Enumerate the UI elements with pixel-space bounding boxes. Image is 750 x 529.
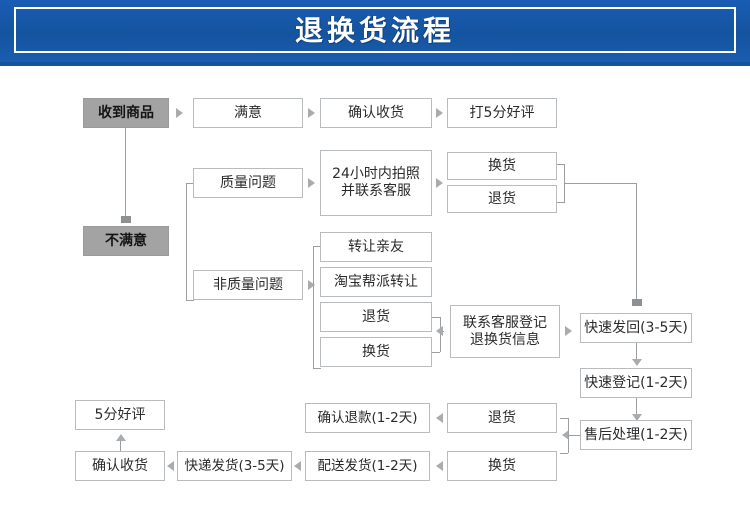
arrow-satisfied-to-confirm <box>308 108 315 118</box>
node-received-goods[interactable]: 收到商品 <box>83 98 169 128</box>
arrow-delivery-to-express <box>294 461 301 471</box>
bracket-bottom-pair-lower-stub <box>560 453 568 454</box>
line-fastback-to-fastreg <box>636 343 637 363</box>
bracket-options-bottom-stub <box>313 368 321 369</box>
node-express-ship[interactable]: 快递发货(3-5天) <box>177 451 292 481</box>
line-fastreg-to-aftersale <box>636 398 637 418</box>
arrow-fastback-to-fastreg <box>632 359 642 366</box>
line-top-pair-to-right <box>564 183 636 184</box>
arrow-confirm-to-rate-bottom <box>116 434 126 441</box>
bracket-top-pair-lower-stub <box>557 202 565 203</box>
node-exchange-top[interactable]: 换货 <box>447 152 557 180</box>
node-confirm-refund[interactable]: 确认退款(1-2天) <box>305 403 430 433</box>
bracket-mid-pair-upper-stub <box>432 317 440 318</box>
node-return-bottom[interactable]: 退货 <box>447 403 557 433</box>
arrow-confirm-to-rate <box>436 108 443 118</box>
node-non-quality-issue[interactable]: 非质量问题 <box>193 270 303 300</box>
arrow-quality-to-photo <box>308 178 315 188</box>
node-not-satisfied[interactable]: 不满意 <box>83 226 169 256</box>
arrow-service-to-mid-pair <box>436 326 443 336</box>
bracket-issue-bottom-stub <box>186 300 194 301</box>
arrow-service-to-fast-send-back <box>565 326 572 336</box>
node-rate-five-top[interactable]: 打5分好评 <box>447 98 557 128</box>
arrow-aftersale-to-bottom-pair <box>562 430 569 440</box>
banner-inner-border <box>14 7 736 53</box>
bracket-bottom-pair-upper-stub <box>560 418 568 419</box>
page-title: 退换货流程 <box>294 14 455 47</box>
arrow-photo-to-exchange-return <box>436 178 443 188</box>
node-fast-register[interactable]: 快速登记(1-2天) <box>580 368 692 398</box>
arrow-received-to-unsatisfied <box>121 216 131 223</box>
arrow-exchange-to-delivery <box>436 461 443 471</box>
node-return-top[interactable]: 退货 <box>447 185 557 213</box>
node-contact-service-register[interactable]: 联系客服登记 退换货信息 <box>450 305 560 358</box>
bracket-top-pair-upper-stub <box>557 164 565 165</box>
line-received-to-unsatisfied <box>125 128 126 218</box>
arrow-received-to-satisfied <box>176 108 183 118</box>
node-exchange-bottom[interactable]: 换货 <box>447 451 557 481</box>
node-fast-send-back[interactable]: 快速发回(3-5天) <box>580 313 692 343</box>
bracket-bottom-pair-vertical <box>568 418 569 453</box>
line-right-down-to-fastback <box>636 183 637 301</box>
arrow-fastreg-to-aftersale <box>632 414 642 421</box>
line-confirm-to-rate-bottom <box>120 438 121 451</box>
node-photo-contact-service[interactable]: 24小时内拍照 并联系客服 <box>320 150 432 216</box>
flowchart-canvas: 收到商品 满意 确认收货 打5分好评 不满意 质量问题 非质量问题 24小时内拍… <box>0 66 750 529</box>
node-confirm-receipt-bottom[interactable]: 确认收货 <box>75 451 165 481</box>
bracket-mid-pair-lower-stub <box>432 352 440 353</box>
line-aftersale-left <box>568 435 580 436</box>
node-quality-issue[interactable]: 质量问题 <box>193 168 303 198</box>
arrow-express-to-confirm-receipt <box>167 461 174 471</box>
node-transfer-to-friend[interactable]: 转让亲友 <box>320 232 432 262</box>
node-after-sale-process[interactable]: 售后处理(1-2天) <box>580 420 692 450</box>
bracket-options-top-stub <box>313 246 321 247</box>
bracket-issue-vertical <box>186 183 187 300</box>
arrow-nonquality-to-options <box>308 280 315 290</box>
node-confirm-receipt-top[interactable]: 确认收货 <box>320 98 432 128</box>
arrow-into-fast-send-back <box>632 299 642 306</box>
node-rate-five-bottom[interactable]: 5分好评 <box>75 400 165 430</box>
arrow-return-to-refund <box>436 413 443 423</box>
node-return-mid[interactable]: 退货 <box>320 302 432 332</box>
node-satisfied[interactable]: 满意 <box>193 98 303 128</box>
bracket-issue-top-stub <box>186 183 194 184</box>
node-delivery-ship[interactable]: 配送发货(1-2天) <box>305 451 430 481</box>
bracket-options-vertical <box>313 246 314 368</box>
node-taobao-gang-transfer[interactable]: 淘宝帮派转让 <box>320 267 432 297</box>
page-header-banner: 退换货流程 <box>0 0 750 62</box>
node-exchange-mid[interactable]: 换货 <box>320 337 432 367</box>
banner-base-strip <box>0 62 750 66</box>
